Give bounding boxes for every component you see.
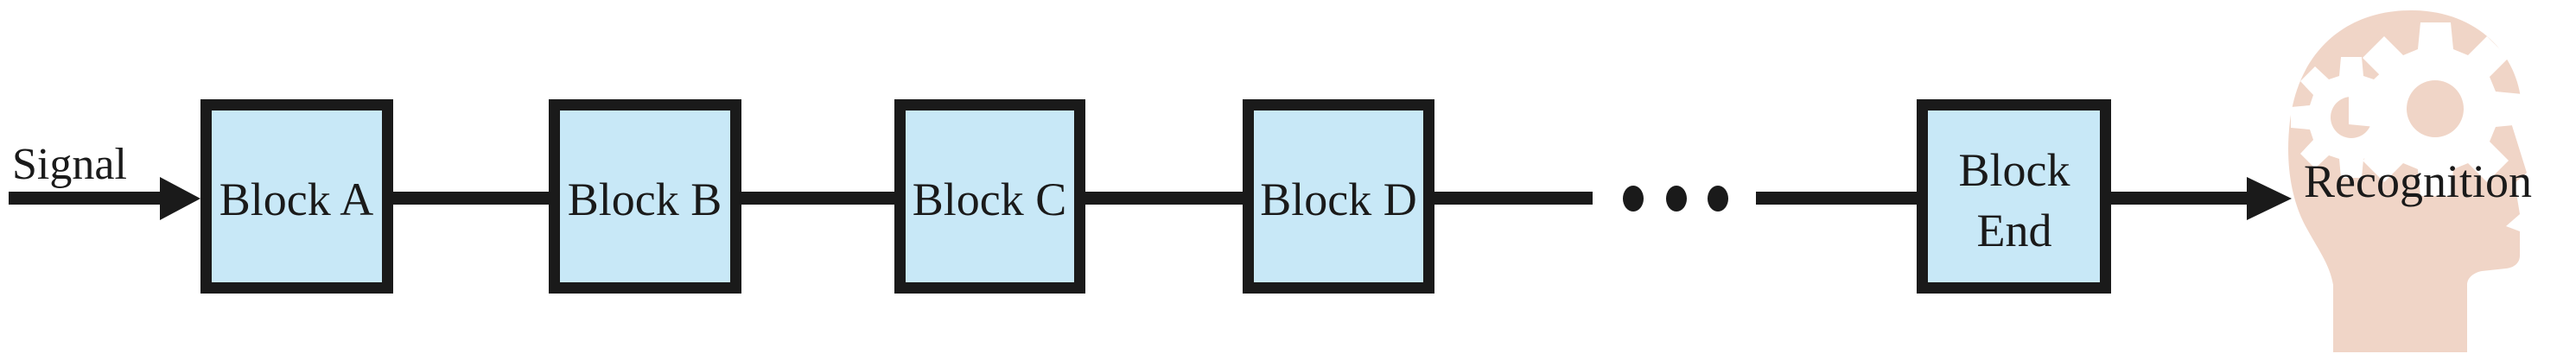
block-c[interactable]: Block C — [894, 99, 1085, 294]
ellipsis-dot-3 — [1708, 186, 1728, 212]
connector-c-d — [1084, 192, 1243, 205]
block-b-box[interactable] — [549, 99, 741, 294]
recognition-arrowhead-icon — [2247, 177, 2292, 220]
block-b[interactable]: Block B — [549, 99, 741, 294]
block-d-label: Block D — [1260, 174, 1417, 225]
signal-arrowhead-icon — [160, 177, 200, 220]
block-a-label: Block A — [219, 174, 374, 225]
signal-label: Signal — [12, 140, 127, 189]
connector-b-c — [741, 192, 894, 205]
block-c-label: Block C — [913, 174, 1067, 225]
block-end-label-line-2: End — [1977, 205, 2052, 256]
ellipsis-dot-2 — [1666, 186, 1687, 212]
block-c-box[interactable] — [894, 99, 1085, 294]
block-end-box[interactable] — [1917, 99, 2111, 294]
recognition-arrow-shaft — [2111, 192, 2252, 205]
block-d-box[interactable] — [1243, 99, 1434, 294]
block-end[interactable]: Block End — [1917, 99, 2111, 294]
block-a-box[interactable] — [200, 99, 393, 294]
recognition-head-group: Recognition — [2288, 10, 2532, 352]
block-a[interactable]: Block A — [200, 99, 393, 294]
connector-lines-group — [9, 177, 2292, 220]
ellipsis-dot-1 — [1623, 186, 1644, 212]
signal-arrow-shaft — [9, 192, 164, 205]
block-end-label-line-1: Block — [1959, 144, 2070, 196]
gear-large-hub — [2407, 80, 2464, 137]
connector-ellipsis-end — [1756, 192, 1917, 205]
block-b-label: Block B — [568, 174, 722, 225]
connector-a-b — [393, 192, 549, 205]
ellipsis-dots — [1623, 186, 1728, 212]
connector-d-ellipsis — [1434, 192, 1593, 205]
block-d[interactable]: Block D — [1243, 99, 1434, 294]
recognition-label: Recognition — [2304, 155, 2532, 207]
